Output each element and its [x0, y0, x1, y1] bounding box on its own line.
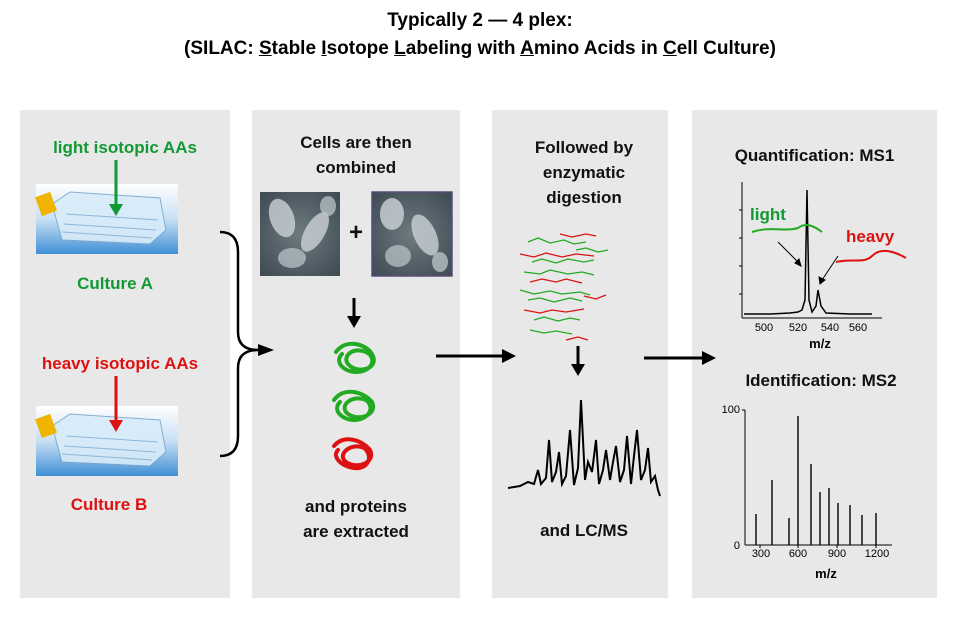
- cells-combined-line-1: Cells are then: [300, 133, 412, 152]
- light-peak-label: light: [750, 205, 786, 224]
- ms1-xlabel: m/z: [809, 336, 831, 351]
- cell-image-right: [371, 191, 453, 277]
- digestion-line-3: digestion: [546, 188, 622, 207]
- ms1-tick-540: 540: [820, 322, 840, 334]
- digestion-line-1: Followed by: [534, 138, 634, 157]
- title-line-1: Typically 2 — 4 plex:: [387, 10, 573, 31]
- ms2-spectrum-icon: [755, 416, 877, 545]
- ms1-tick-500: 500: [754, 322, 774, 334]
- proteins-extracted-line-1: and proteins: [304, 497, 407, 516]
- ms2-tick-1200: 1200: [864, 548, 890, 560]
- panel-ms: [692, 110, 937, 598]
- chromatogram-icon: [507, 399, 661, 497]
- ms2-tick-600: 600: [788, 548, 808, 560]
- ms1-pointer-arrows: [777, 241, 839, 285]
- heavy-envelope-icon: [835, 250, 907, 263]
- light-envelope-icon: [751, 224, 823, 233]
- protein-green-2-icon: [332, 389, 376, 423]
- plus-sign: +: [348, 219, 363, 246]
- culture-b-label: Culture B: [70, 495, 148, 514]
- title-line-2: (SILAC: Stable Isotope Labeling with Ami…: [184, 38, 776, 59]
- ms2-y-bottom: 0: [733, 540, 740, 552]
- ms2-tick-900: 900: [827, 548, 847, 560]
- light-isotopic-label: light isotopic AAs: [53, 138, 197, 157]
- ms1-spectrum-icon: [744, 189, 872, 315]
- ms2-title: Identification: MS2: [745, 371, 897, 390]
- peptides-icon: [519, 233, 609, 341]
- protein-red-icon: [332, 437, 374, 471]
- ms2-tick-300: 300: [751, 548, 771, 560]
- arrow-to-ms-icon: [644, 351, 716, 365]
- ms1-axes: [739, 182, 882, 319]
- digestion-line-2: enzymatic: [542, 163, 626, 182]
- red-down-arrow-icon: [109, 376, 123, 432]
- down-arrow-lcms-icon: [571, 346, 585, 376]
- ms2-y-top: 100: [721, 404, 740, 416]
- culture-flask-b-icon: [35, 406, 178, 476]
- panel-digestion: [492, 110, 668, 598]
- ms2-axes: [742, 409, 892, 548]
- culture-a-label: Culture A: [77, 274, 153, 293]
- culture-flask-a-icon: [35, 184, 178, 254]
- lcms-label: and LC/MS: [540, 521, 628, 540]
- ms1-tick-560: 560: [848, 322, 868, 334]
- curly-brace-icon: [219, 230, 274, 458]
- heavy-isotopic-label: heavy isotopic AAs: [41, 354, 199, 373]
- heavy-peak-label: heavy: [846, 227, 895, 246]
- cells-combined-line-2: combined: [315, 158, 397, 177]
- ms1-title: Quantification: MS1: [734, 146, 895, 165]
- proteins-extracted-line-2: are extracted: [303, 522, 409, 541]
- green-down-arrow-icon: [109, 160, 123, 216]
- down-arrow-combine-icon: [347, 298, 361, 328]
- ms2-xlabel: m/z: [815, 566, 837, 581]
- protein-green-1-icon: [334, 341, 376, 375]
- ms1-tick-520: 520: [788, 322, 808, 334]
- arrow-to-digestion-icon: [436, 349, 516, 363]
- cell-image-left: [260, 192, 340, 276]
